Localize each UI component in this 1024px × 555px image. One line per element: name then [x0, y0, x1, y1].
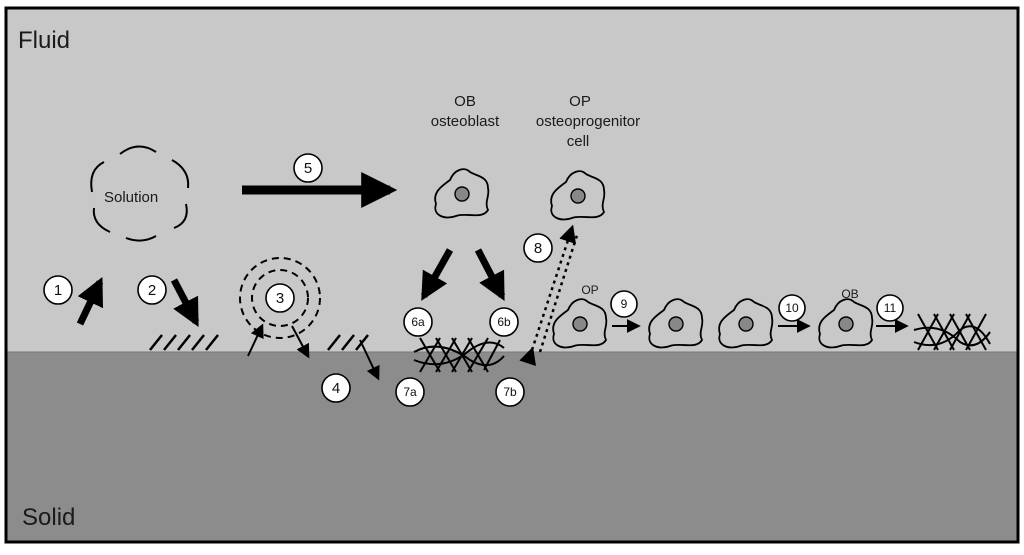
- step-5-badge: 5: [293, 153, 323, 183]
- step-11-badge: 11: [876, 294, 904, 322]
- bone-matrix-2: [913, 313, 991, 351]
- frame-border: [4, 6, 1020, 544]
- step-7b-badge: 7b: [495, 377, 525, 407]
- arrow-step-4: [359, 339, 380, 381]
- step-7a-number: 7a: [403, 385, 417, 399]
- step-1-badge: 1: [43, 275, 73, 305]
- step-7b-number: 7b: [503, 385, 517, 399]
- arrow-step-8: [519, 224, 576, 367]
- step-6b-badge: 6b: [489, 307, 519, 337]
- step-9-badge: 9: [610, 290, 638, 318]
- osteoprogenitor-label: osteoprogenitor: [536, 113, 640, 130]
- surface-hatch-1: [149, 334, 219, 351]
- step-8-badge: 8: [523, 233, 553, 263]
- solid-label: Solid: [22, 504, 75, 531]
- osteoprogenitor-cell-label: cell: [567, 133, 590, 150]
- ob-label: OB: [454, 93, 476, 110]
- step-4-badge: 4: [321, 373, 351, 403]
- solution-cloud: [90, 145, 190, 242]
- arrow-step-3-in: [247, 323, 264, 357]
- arrow-step-1: [76, 276, 104, 326]
- dissolution-zone-inner: [251, 269, 309, 327]
- arrow-step-3-out: [291, 325, 310, 359]
- osteoblast-label: osteoblast: [431, 113, 500, 130]
- step-3-number: 3: [276, 290, 284, 307]
- step-6b-number: 6b: [497, 315, 511, 329]
- fluid-region: [6, 8, 1018, 352]
- step-11-number: 11: [884, 301, 897, 315]
- step-6a-badge: 6a: [403, 307, 433, 337]
- arrow-step-2: [170, 278, 200, 327]
- dissolution-zone-outer: [239, 257, 321, 339]
- step-4-number: 4: [332, 380, 340, 397]
- step-9-number: 9: [621, 297, 628, 311]
- op-label: OP: [569, 93, 591, 110]
- step-2-badge: 2: [137, 275, 167, 305]
- solution-label: Solution: [104, 189, 158, 206]
- op-small-label: OP: [581, 283, 598, 297]
- step-8-number: 8: [534, 240, 542, 257]
- step-7a-badge: 7a: [395, 377, 425, 407]
- arrow-step-6b: [474, 248, 506, 301]
- step-2-number: 2: [148, 282, 156, 299]
- step-10-badge: 10: [778, 294, 806, 322]
- bone-matrix-1: [413, 337, 505, 373]
- ob-small-label: OB: [841, 287, 858, 301]
- step-10-number: 10: [785, 301, 799, 315]
- step-6a-number: 6a: [411, 315, 425, 329]
- step-1-number: 1: [54, 282, 62, 299]
- fluid-label: Fluid: [18, 27, 70, 54]
- step-3-badge: 3: [265, 283, 295, 313]
- step-5-number: 5: [304, 160, 312, 177]
- arrow-step-6a: [420, 248, 454, 301]
